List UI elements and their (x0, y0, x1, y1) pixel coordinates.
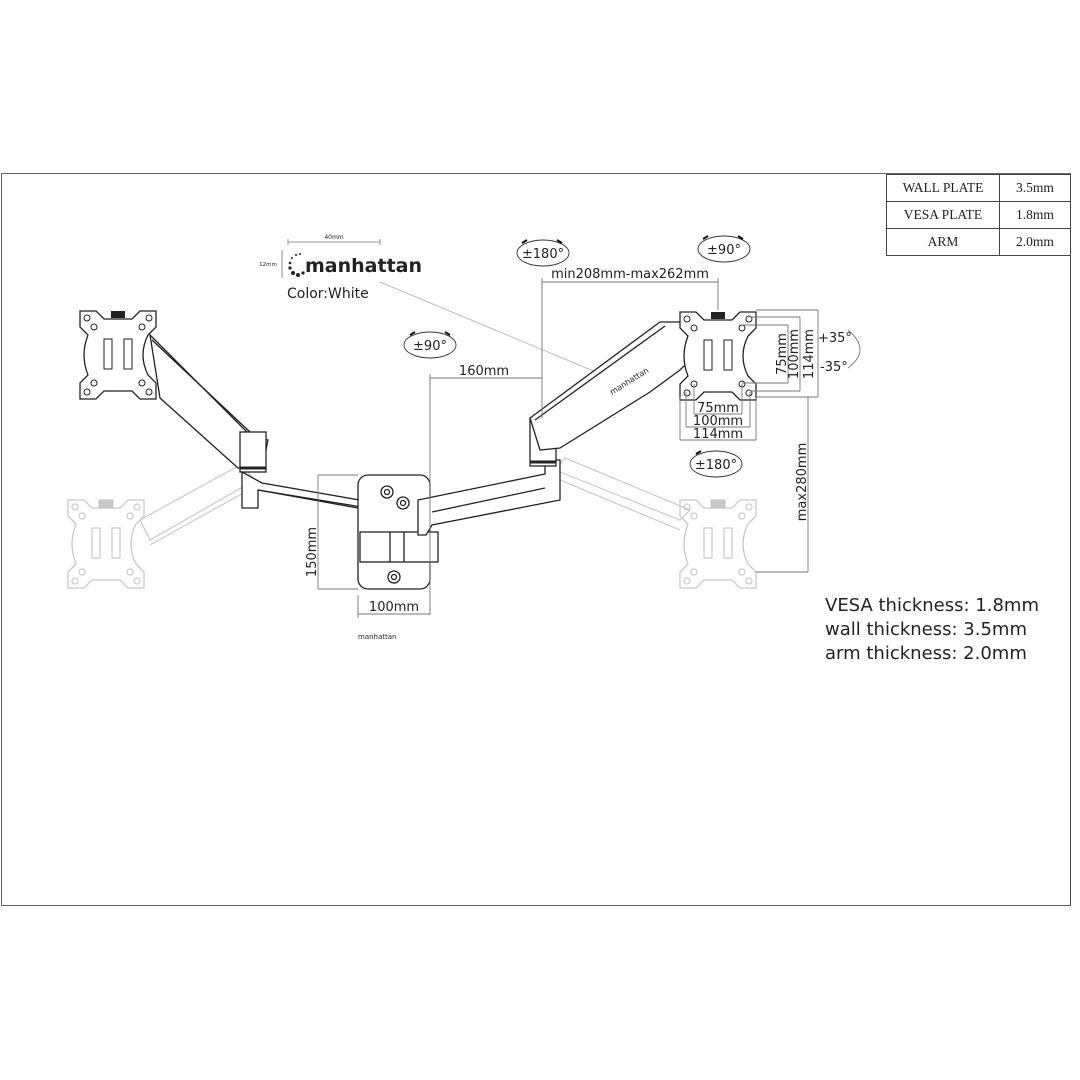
rotation-badge-arm-left: ±90° (403, 331, 457, 359)
vesa-h-75-label: 75mm (697, 401, 739, 416)
note-arm-thickness: arm thickness: 2.0mm (825, 643, 1027, 664)
right-gas-arm (529, 321, 696, 467)
vesa-h-114-label: 114mm (693, 427, 743, 442)
spec-part: VESA PLATE (886, 201, 1000, 229)
manhattan-logo-dots-icon (288, 253, 305, 277)
rotation-badge-vesa-lower: ±180° (689, 450, 743, 478)
svg-text:±180°: ±180° (695, 458, 737, 473)
dimension-lines (317, 278, 861, 618)
color-label: Color:White (287, 286, 369, 302)
logo-width-dim: 40mm (324, 234, 343, 241)
vesa-v-114-label: 114mm (802, 329, 817, 379)
logo-height-dim: 12mm (259, 262, 277, 268)
left-vesa-plate (79, 310, 157, 400)
spec-row-arm: ARM 2.0mm (886, 228, 1071, 256)
rotation-badge-arm-top: ±180° (516, 239, 570, 267)
logo-leader-line (379, 281, 616, 381)
thickness-spec-table: WALL PLATE 3.5mm VESA PLATE 1.8mm ARM 2.… (886, 174, 1071, 256)
note-wall-thickness: wall thickness: 3.5mm (825, 619, 1027, 640)
upper-arm-length-label: min208mm-max262mm (551, 267, 709, 282)
lower-arm-length-label: 160mm (459, 364, 509, 379)
wall-plate-height-label: 150mm (305, 527, 320, 577)
vesa-v-75-label: 75mm (775, 333, 790, 375)
drawing-frame (1, 173, 1071, 906)
svg-text:±90°: ±90° (413, 339, 447, 354)
right-lower-arm (417, 459, 561, 536)
wall-plate-width-label: 100mm (369, 600, 419, 615)
vesa-v-100-label: 100mm (787, 329, 802, 379)
thickness-notes: VESA thickness: 1.8mm wall thickness: 3.… (825, 594, 1039, 666)
tilt-down-label: -35° (820, 360, 848, 375)
svg-text:±90°: ±90° (707, 243, 741, 258)
note-vesa-thickness: VESA thickness: 1.8mm (825, 595, 1039, 616)
spec-value: 2.0mm (999, 228, 1071, 256)
dimension-labels: min208mm-max262mm 160mm 150mm 100mm 75mm… (305, 267, 852, 641)
tilt-up-label: +35° (818, 331, 852, 346)
spec-row-vesa-plate: VESA PLATE 1.8mm (886, 201, 1071, 229)
wall-plate (357, 474, 439, 590)
height-adjust-label: max280mm (795, 443, 810, 521)
left-gas-arm (149, 333, 269, 473)
vesa-h-100-label: 100mm (693, 414, 743, 429)
logo-callout: 40mm 12mm manhattan Color:White (259, 234, 616, 381)
svg-text:±180°: ±180° (522, 247, 564, 262)
wall-plate-brand: manhattan (358, 633, 397, 641)
logo-wordmark: manhattan (305, 255, 422, 277)
rotation-badge-vesa-top: ±90° (697, 235, 751, 263)
